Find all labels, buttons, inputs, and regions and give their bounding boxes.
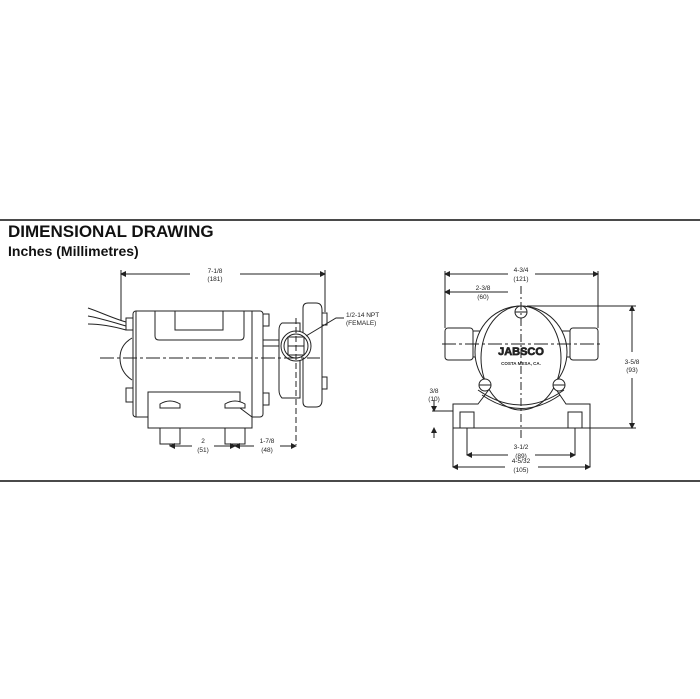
foot-spacing-mm: (51) — [197, 447, 209, 454]
brand-name: JABSCO — [498, 346, 544, 358]
height-in: 3-5/8 — [625, 359, 640, 366]
center-offset-in: 2-3/8 — [476, 285, 491, 292]
base-width-in: 4-5/32 — [512, 458, 531, 465]
port-label-line1: 1/2-14 NPT — [346, 312, 379, 319]
units-subtitle: Inches (Millimetres) — [8, 243, 139, 259]
overall-width-mm: (121) — [513, 276, 528, 283]
foot-to-port-in: 1-7/8 — [260, 438, 275, 445]
height-mm: (93) — [626, 367, 638, 374]
top-rule — [0, 219, 700, 221]
overall-length-mm: (181) — [207, 276, 222, 283]
base-thickness-in: 3/8 — [429, 388, 438, 395]
mount-hole-spacing-mm: (89) — [515, 453, 527, 460]
base-width-mm: (105) — [513, 467, 528, 474]
front-view — [431, 271, 636, 470]
overall-length-in: 7-1/8 — [208, 268, 223, 275]
foot-to-port-mm: (48) — [261, 447, 273, 454]
drawing-title: DIMENSIONAL DRAWING — [8, 222, 214, 241]
center-offset-mm: (60) — [477, 294, 489, 301]
overall-width-in: 4-3/4 — [514, 267, 529, 274]
bottom-rule — [0, 480, 700, 482]
side-view — [87, 270, 344, 449]
base-thickness-mm: (10) — [428, 396, 440, 403]
brand-location: COSTA MESA, CA. — [501, 361, 541, 366]
foot-spacing-in: 2 — [201, 438, 205, 445]
port-label-line2: (FEMALE) — [346, 320, 376, 327]
mount-hole-spacing-in: 3-1/2 — [514, 444, 529, 451]
